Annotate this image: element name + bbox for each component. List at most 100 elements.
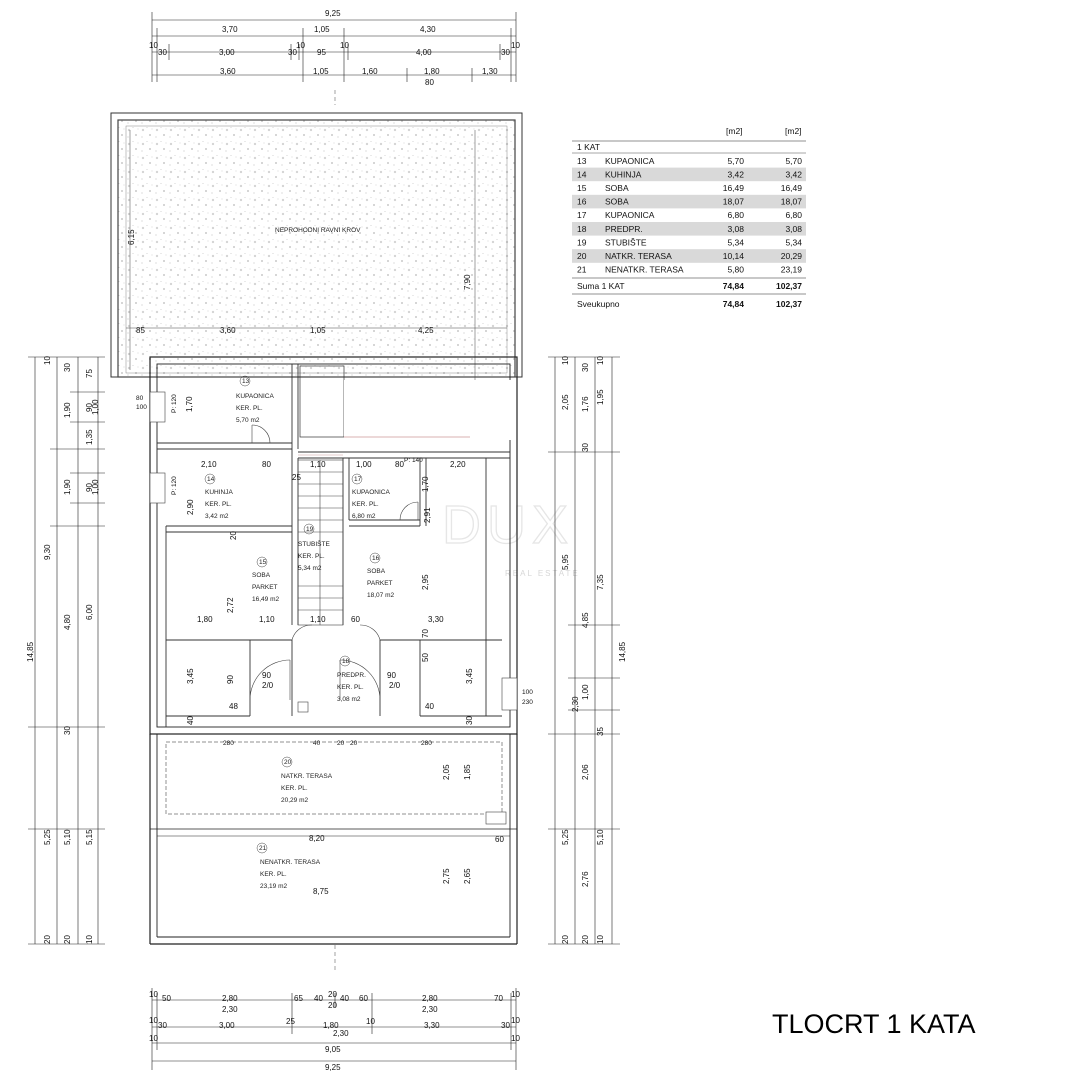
left-dim-e: 5,25 [43, 829, 52, 845]
top-dim-3i: 30 [501, 48, 510, 57]
left-dim-t: 90 [85, 403, 94, 412]
svg-text:19: 19 [306, 526, 314, 533]
area-table-cell-gross-area: 3,42 [785, 169, 802, 179]
area-table-cell-number: 13 [577, 156, 587, 166]
right-dim-s: 10 [596, 935, 605, 944]
top-dim-4e: 1,30 [482, 67, 498, 76]
bottom-dim-2j: 2,30 [333, 1029, 349, 1038]
left-dim-p: 20 [63, 935, 72, 944]
svg-text:3,45: 3,45 [186, 668, 195, 684]
svg-text:PARKET: PARKET [367, 580, 393, 587]
left-dim-h: 1,90 [63, 402, 72, 418]
area-table-cell-number: 19 [577, 237, 587, 247]
svg-text:STUBIŠTE: STUBIŠTE [298, 539, 330, 548]
svg-text:KER. PL.: KER. PL. [260, 871, 287, 878]
bottom-dim-1n: 2,30 [422, 1005, 438, 1014]
bottom-dim-3a: 10 [149, 1034, 158, 1043]
area-table-total-label: Sveukupno [577, 299, 620, 309]
left-dim-u: 90 [85, 483, 94, 492]
svg-text:20: 20 [350, 740, 358, 747]
left-dim-k: 1,00 [91, 399, 100, 415]
bottom-dim-2i: 10 [511, 1016, 520, 1025]
door-swings [249, 424, 419, 701]
area-table-cell-number: 20 [577, 251, 587, 261]
bottom-dim-1b: 50 [162, 994, 171, 1003]
bottom-dim-total: 9,25 [325, 1063, 341, 1072]
right-dim-c: 5,95 [561, 554, 570, 570]
bottom-dim-2b: 30 [158, 1021, 167, 1030]
room-18: 18 PREDPR. KER. PL. 3,08 m2 [337, 655, 366, 703]
svg-text:60: 60 [351, 615, 360, 624]
svg-text:16: 16 [372, 555, 380, 562]
right-dim-t: 10 [596, 356, 605, 365]
top-dim-4f: 80 [425, 78, 434, 87]
roof-dim-width-a: 3,60 [220, 326, 236, 335]
bottom-dim-2c: 3,00 [219, 1021, 235, 1030]
svg-text:NATKR. TERASA: NATKR. TERASA [281, 773, 333, 780]
svg-text:280: 280 [421, 740, 432, 747]
right-dim-j: 1,00 [581, 684, 590, 700]
svg-text:8,75: 8,75 [313, 887, 329, 896]
svg-text:PREDPR.: PREDPR. [337, 672, 366, 679]
svg-text:70: 70 [421, 629, 430, 638]
area-table-sum-b: 102,37 [776, 281, 802, 291]
windows [149, 391, 518, 825]
svg-text:30: 30 [465, 716, 474, 725]
left-dim-o: 20 [43, 935, 52, 944]
svg-text:14: 14 [207, 476, 215, 483]
bottom-dim-2a: 10 [149, 1016, 158, 1025]
area-table-cell-room: KUPAONICA [605, 156, 655, 166]
bottom-dimension-chains [151, 988, 517, 1070]
svg-text:2,91: 2,91 [423, 507, 432, 523]
svg-text:90: 90 [387, 671, 396, 680]
bottom-dim-1l: 2,30 [222, 1005, 238, 1014]
left-dim-q: 30 [63, 726, 72, 735]
area-table-sum-a: 74,84 [723, 281, 745, 291]
bottom-dim-1m: 20 [328, 1001, 337, 1010]
drawing-title: TLOCRT 1 KATA [772, 1009, 976, 1039]
area-table-row-shading [572, 222, 806, 236]
svg-text:KER. PL.: KER. PL. [281, 785, 308, 792]
top-dim-3d: 30 [288, 48, 297, 57]
area-table-cell-net-area: 3,08 [727, 224, 744, 234]
top-dim-3a: 10 [149, 41, 158, 50]
bottom-dim-1k: 10 [511, 990, 520, 999]
bottom-dim-3c: 10 [511, 1034, 520, 1043]
svg-text:100: 100 [522, 689, 533, 696]
area-table-cell-room: SOBA [605, 197, 629, 207]
svg-text:21: 21 [259, 845, 267, 852]
area-table-total-a: 74,84 [723, 299, 745, 309]
area-table-cell-gross-area: 20,29 [781, 251, 803, 261]
svg-text:SOBA: SOBA [367, 568, 386, 575]
svg-text:KER. PL.: KER. PL. [236, 405, 263, 412]
svg-text:8,20: 8,20 [309, 834, 325, 843]
top-dim-4d: 1,80 [424, 67, 440, 76]
top-dim-3e: 10 [296, 41, 305, 50]
area-table-cell-room: PREDPR. [605, 224, 643, 234]
top-dimension-chains [151, 12, 517, 82]
svg-text:280: 280 [223, 740, 234, 747]
area-table-cell-net-area: 16,49 [723, 183, 745, 193]
svg-text:90: 90 [226, 675, 235, 684]
area-table-cell-number: 18 [577, 224, 587, 234]
svg-text:20: 20 [284, 759, 292, 766]
svg-text:P: 140: P: 140 [404, 457, 423, 464]
svg-text:KUPAONICA: KUPAONICA [236, 393, 274, 400]
bottom-dim-1e: 40 [314, 994, 323, 1003]
top-dim-4c: 1,60 [362, 67, 378, 76]
svg-text:3,45: 3,45 [465, 668, 474, 684]
area-table-cell-gross-area: 23,19 [781, 265, 803, 275]
svg-text:80: 80 [136, 395, 144, 402]
area-table-cell-number: 15 [577, 183, 587, 193]
room-15: 15 SOBA PARKET 16,49 m2 [252, 556, 279, 603]
area-table-cell-net-area: 3,42 [727, 169, 744, 179]
svg-text:90: 90 [262, 671, 271, 680]
left-dim-m: 30 [63, 363, 72, 372]
svg-text:25: 25 [292, 473, 301, 482]
top-dim-2b: 1,05 [314, 25, 330, 34]
area-table-cell-room: SOBA [605, 183, 629, 193]
svg-text:2,65: 2,65 [463, 868, 472, 884]
